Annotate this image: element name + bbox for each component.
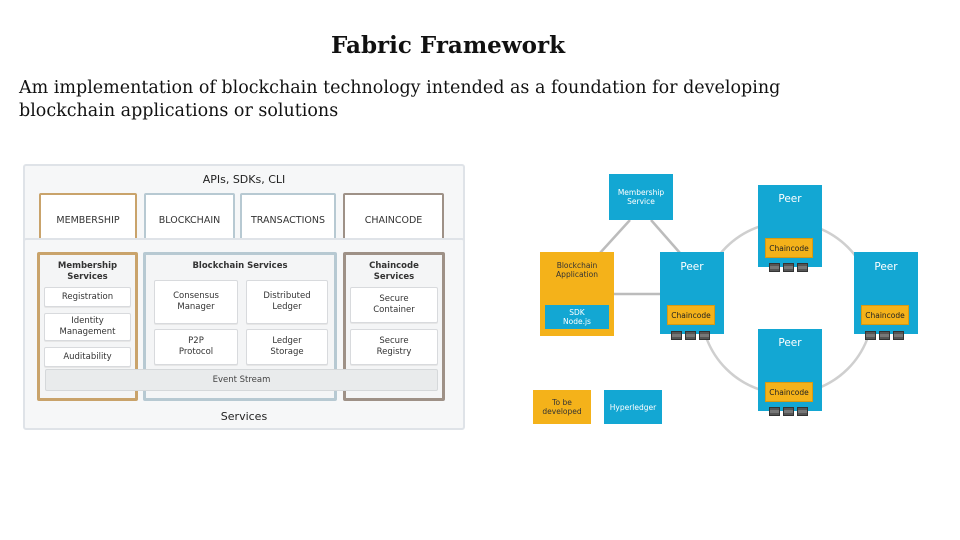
slide-subtitle: Am implementation of blockchain technolo… xyxy=(19,78,781,121)
peer-label: Peer xyxy=(778,193,802,205)
fabric-network-diagram: Membership Service Blockchain Applicatio… xyxy=(525,168,930,433)
fabric-architecture-diagram: APIs, SDKs, CLI MEMBERSHIP BLOCKCHAIN TR… xyxy=(23,164,465,430)
peer-label: Peer xyxy=(680,261,704,273)
chaincode-box: Chaincode xyxy=(765,238,813,258)
peer-node-bottom: Peer Chaincode xyxy=(758,329,822,411)
legend-hyperledger: Hyperledger xyxy=(604,390,662,424)
apis-label: APIs, SDKs, CLI xyxy=(202,173,286,186)
peer-label: Peer xyxy=(778,337,802,349)
sdk-node-box: SDK Node.js xyxy=(545,305,609,329)
ledger-storage-item: Ledger Storage xyxy=(246,329,328,365)
services-label: Services xyxy=(220,410,268,423)
registration-item: Registration xyxy=(44,287,131,307)
blockchain-application-node: Blockchain Application SDK Node.js xyxy=(540,252,614,336)
secure-container-item: Secure Container xyxy=(350,287,438,323)
chaincode-services-title: Chaincode Services xyxy=(369,261,419,282)
event-stream-bar: Event Stream xyxy=(45,369,438,391)
auditability-item: Auditability xyxy=(44,347,131,367)
p2p-protocol-item: P2P Protocol xyxy=(154,329,238,365)
identity-management-item: Identity Management xyxy=(44,313,131,341)
chaincode-box: Chaincode xyxy=(765,382,813,402)
chaincode-box: Chaincode xyxy=(861,305,909,325)
consensus-manager-item: Consensus Manager xyxy=(154,280,238,324)
slide-title: Fabric Framework xyxy=(330,32,566,59)
peer-label: Peer xyxy=(874,261,898,273)
peer-node-left: Peer Chaincode xyxy=(660,252,724,334)
link-membership-application xyxy=(599,219,631,254)
membership-service-node: Membership Service xyxy=(609,174,673,220)
ledger-icon xyxy=(671,331,710,340)
legend-to-be-developed: To be developed xyxy=(533,390,591,424)
ledger-icon xyxy=(769,263,808,272)
peer-node-top: Peer Chaincode xyxy=(758,185,822,267)
distributed-ledger-item: Distributed Ledger xyxy=(246,280,328,324)
ledger-icon xyxy=(769,407,808,416)
blockchain-application-label: Blockchain Application xyxy=(556,261,598,279)
chaincode-box: Chaincode xyxy=(667,305,715,325)
ledger-icon xyxy=(865,331,904,340)
membership-services-title: Membership Services xyxy=(57,261,118,282)
peer-node-right: Peer Chaincode xyxy=(854,252,918,334)
link-membership-peer xyxy=(650,219,681,254)
blockchain-services-title: Blockchain Services xyxy=(192,261,288,271)
secure-registry-item: Secure Registry xyxy=(350,329,438,365)
